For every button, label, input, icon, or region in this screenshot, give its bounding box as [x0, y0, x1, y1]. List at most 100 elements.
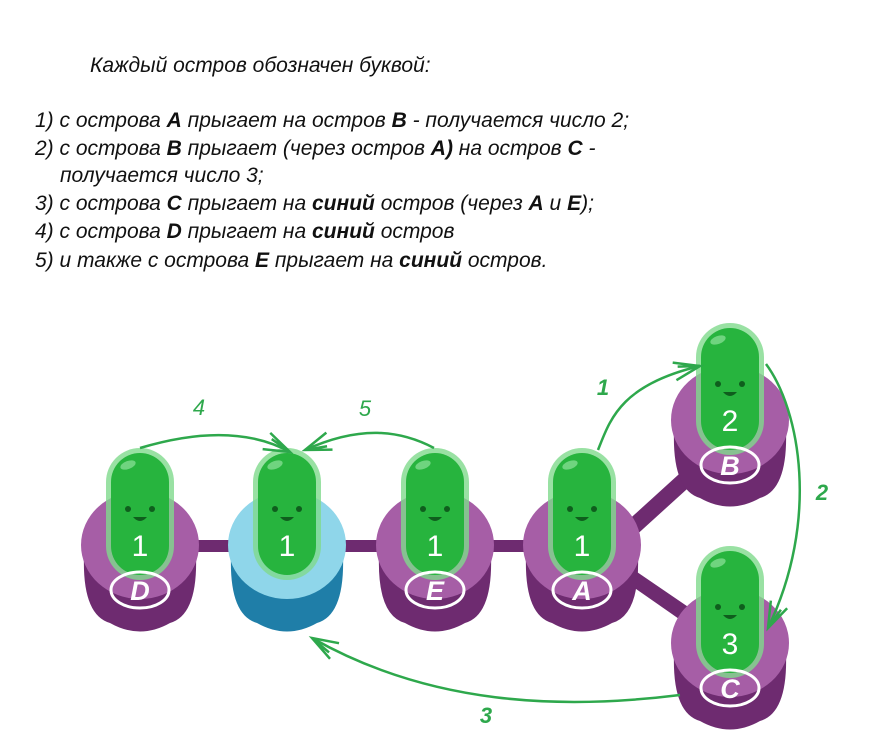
island-E: 1E — [376, 448, 494, 632]
pill-body — [701, 551, 759, 673]
pill-character: 3 — [701, 551, 759, 673]
island-A: 1A — [523, 448, 641, 632]
eye-icon — [272, 506, 278, 512]
island-blue: 1 — [228, 448, 346, 632]
island-letter: C — [720, 674, 740, 704]
letter-ring — [109, 570, 171, 610]
rule-line: 5) и также с острова E прыгает на синий … — [35, 249, 547, 273]
island-number: 2 — [722, 405, 739, 438]
jump-arrow-4: 4 — [139, 395, 294, 454]
pill-character: 2 — [701, 328, 759, 450]
island-C: 3C — [671, 546, 789, 730]
rule-text: остров. — [462, 249, 548, 272]
rule-highlight: A — [166, 109, 182, 132]
arrow-line — [304, 431, 435, 452]
letter-ring — [699, 445, 761, 485]
smile-icon — [723, 615, 737, 619]
island-number: 1 — [427, 530, 444, 563]
smile-icon — [280, 517, 294, 521]
rule-text: 1) с острова — [35, 109, 167, 132]
eye-icon — [715, 381, 721, 387]
island-number: 1 — [574, 530, 591, 563]
jump-arrow-5: 5 — [301, 396, 435, 452]
arrow-line — [764, 363, 801, 629]
eye-icon — [739, 381, 745, 387]
rule-highlight: синий — [312, 192, 375, 215]
pill-shine — [710, 558, 726, 568]
rule-highlight: синий — [312, 220, 375, 243]
pill-character: 1 — [258, 453, 316, 575]
eye-icon — [125, 506, 131, 512]
rule-text: прыгает на — [181, 192, 312, 215]
island-number: 1 — [279, 530, 296, 563]
smile-icon — [723, 392, 737, 396]
island-letter: D — [130, 576, 150, 606]
arrowhead-icon — [308, 636, 340, 660]
rule-text: - получается число 2; — [406, 109, 630, 132]
arrow-line — [596, 364, 701, 451]
letter-ring — [551, 570, 613, 610]
eye-icon — [715, 604, 721, 610]
island-number: 1 — [132, 530, 149, 563]
smile-icon — [428, 517, 442, 521]
eye-icon — [567, 506, 573, 512]
eye-icon — [444, 506, 450, 512]
rule-highlight: B — [391, 109, 407, 132]
pill-shine — [120, 460, 136, 470]
jump-label: 5 — [359, 396, 372, 421]
pill-shine — [562, 460, 578, 470]
rule-highlight: E — [567, 192, 582, 215]
rule-line: получается число 3; — [60, 164, 264, 188]
island-D: 1D — [81, 448, 199, 632]
rule-line: 3) с острова C прыгает на синий остров (… — [35, 192, 594, 216]
rule-highlight: A) — [430, 137, 453, 160]
rule-text: остров (через — [374, 192, 529, 215]
island-letter: E — [426, 576, 445, 606]
eye-icon — [296, 506, 302, 512]
pill-character: 1 — [553, 453, 611, 575]
rule-text: 5) и также с острова — [35, 249, 255, 272]
rule-text: - — [582, 137, 596, 160]
pill-character: 1 — [406, 453, 464, 575]
rule-text: прыгает (через остров — [181, 137, 431, 160]
jump-label: 2 — [815, 480, 829, 505]
arrowhead-icon — [672, 361, 704, 382]
rule-text: и — [543, 192, 568, 215]
rule-highlight: синий — [399, 249, 463, 272]
pill-body — [553, 453, 611, 575]
rule-text: 2) с острова — [35, 137, 167, 160]
jump-arrow-1: 1 — [596, 361, 704, 451]
eye-icon — [149, 506, 155, 512]
arrowhead-icon — [262, 431, 294, 454]
rule-line: 1) с острова A прыгает на остров B - пол… — [35, 109, 629, 133]
rule-text: прыгает на остров — [181, 109, 392, 132]
rule-text: получается число 3; — [60, 164, 264, 187]
arrow-line — [311, 636, 681, 704]
rule-line: 4) с острова D прыгает на синий остров — [35, 220, 454, 244]
rule-highlight: C — [567, 137, 583, 160]
rule-text: остров — [374, 220, 455, 243]
arrowhead-icon — [766, 600, 789, 632]
letter-ring — [404, 570, 466, 610]
jump-arrow-3: 3 — [308, 636, 681, 728]
eye-icon — [591, 506, 597, 512]
heading: Каждый остров обозначен буквой: — [90, 54, 431, 77]
pill-body — [258, 453, 316, 575]
letter-ring — [699, 668, 761, 708]
pill-body — [406, 453, 464, 575]
rule-highlight: A — [528, 192, 544, 215]
pill-shine — [415, 460, 431, 470]
jump-label: 4 — [193, 395, 205, 420]
smile-icon — [133, 517, 147, 521]
pill-shine — [710, 335, 726, 345]
smile-icon — [575, 517, 589, 521]
eye-icon — [420, 506, 426, 512]
pill-character: 1 — [111, 453, 169, 575]
rule-highlight: D — [166, 220, 182, 243]
rule-text: 4) с острова — [35, 220, 167, 243]
rule-text: прыгает на — [269, 249, 400, 272]
jump-label: 1 — [597, 375, 609, 400]
pill-body — [701, 328, 759, 450]
jump-arrow-2: 2 — [764, 363, 829, 632]
